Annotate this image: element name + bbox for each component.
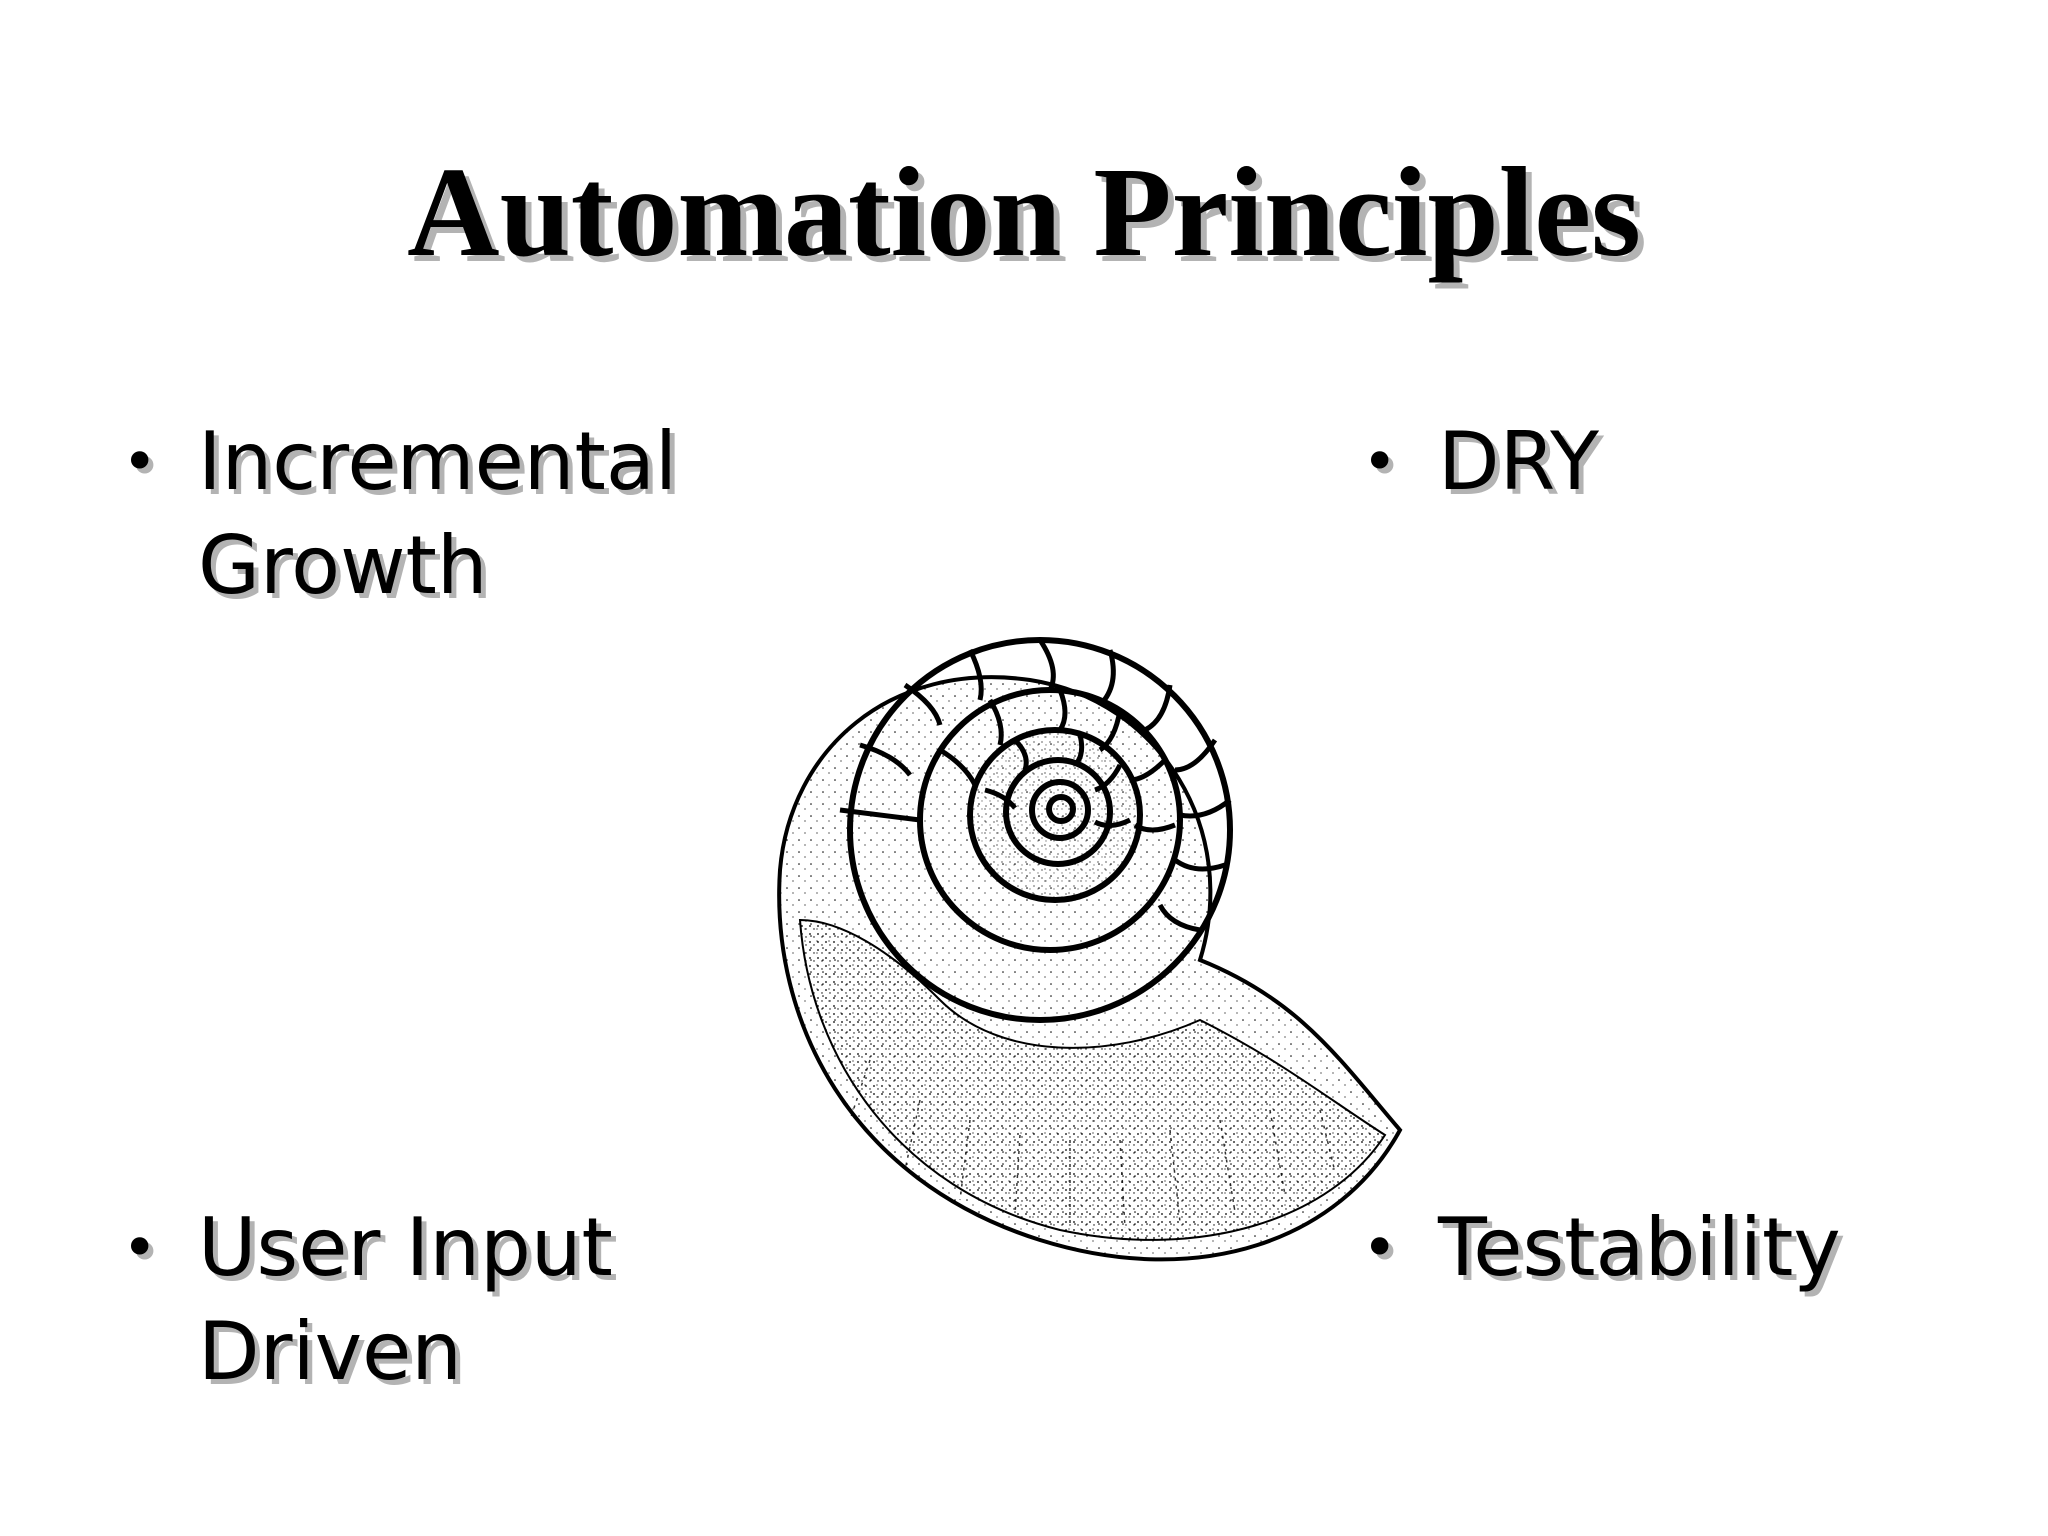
bullet-text: DRY: [1438, 415, 1599, 508]
bullet-text: Testability: [1438, 1201, 1841, 1294]
bullet-text: Incremental Growth: [198, 415, 678, 612]
bullet-item-user-input-driven: • User Input Driven: [122, 1196, 742, 1404]
slide-title: Automation Principles: [407, 141, 1641, 283]
bullet-item-dry: • DRY: [1362, 410, 1962, 514]
bullet-marker: •: [1362, 427, 1398, 497]
bullet-marker: •: [122, 1213, 158, 1283]
bullet-marker: •: [1362, 1213, 1398, 1283]
bullet-item-testability: • Testability: [1362, 1196, 1962, 1300]
bullet-item-incremental-growth: • Incremental Growth: [122, 410, 742, 618]
nautilus-shell-icon: [640, 500, 1440, 1300]
bullet-text: User Input Driven: [198, 1201, 613, 1398]
bullet-marker: •: [122, 427, 158, 497]
